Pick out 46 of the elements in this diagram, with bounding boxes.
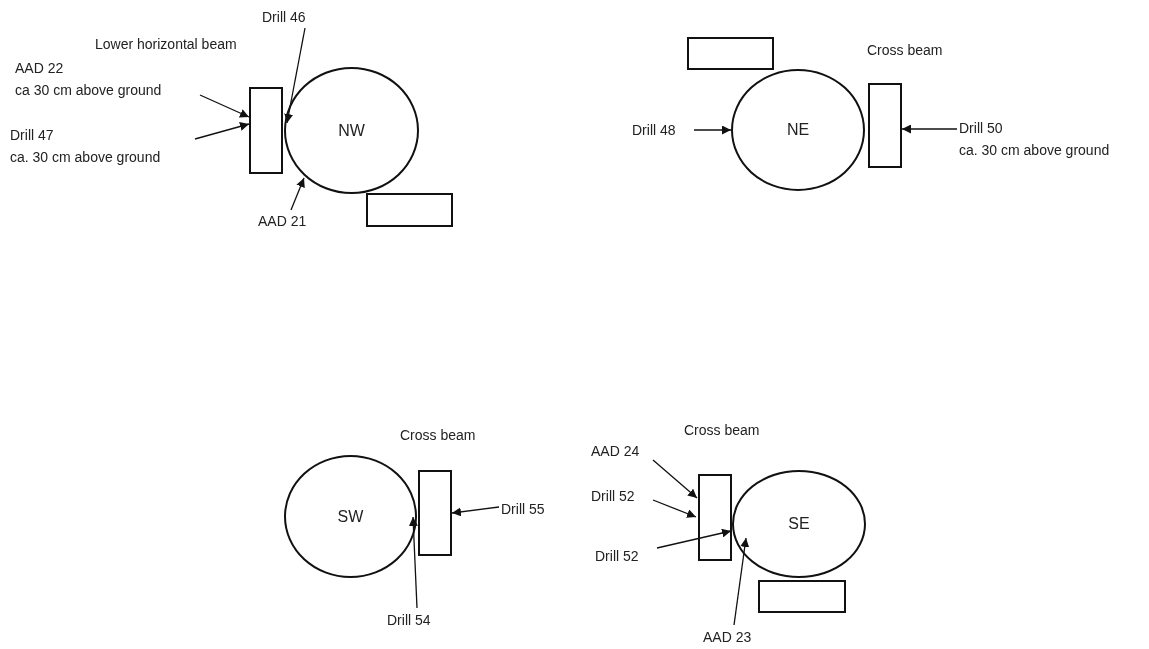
callout-text: Drill 47 <box>10 126 55 145</box>
post-label: SE <box>788 514 810 534</box>
callout-text: Drill 55 <box>501 500 546 519</box>
post-outline <box>732 470 866 578</box>
leader-arrow <box>652 499 697 518</box>
callout-text: Drill 48 <box>632 121 677 140</box>
leader-arrow <box>652 459 698 499</box>
leader-arrow <box>194 122 250 140</box>
leader-arrow <box>451 506 500 517</box>
post-label: NW <box>338 120 365 141</box>
leader-arrow <box>733 537 750 626</box>
beam-rect <box>868 83 902 168</box>
beam-label: Lower horizontal beam <box>95 36 237 52</box>
beam-rect <box>687 37 774 70</box>
callout-text: ca. 30 cm above ground <box>10 148 162 167</box>
beam-rect <box>758 580 846 613</box>
beam-label: Cross beam <box>400 427 476 443</box>
leader-arrow <box>901 124 958 134</box>
beam-rect <box>249 87 283 174</box>
leader-arrow <box>284 27 306 124</box>
beam-label: Cross beam <box>684 422 760 438</box>
callout-text: AAD 23 <box>703 628 753 647</box>
beam-rect <box>698 474 732 561</box>
callout-text: Drill 50 <box>959 119 1004 138</box>
callout-text: AAD 21 <box>258 212 308 231</box>
callout-text: Drill 52 <box>591 487 636 506</box>
callout-text: ca 30 cm above ground <box>15 81 163 100</box>
post-outline <box>731 69 865 191</box>
post-outline <box>284 455 417 578</box>
leader-arrow <box>693 125 732 135</box>
callout-text: Drill 52 <box>595 547 640 566</box>
post-label: NE <box>786 120 810 140</box>
beam-rect <box>366 193 453 227</box>
beam-label: Cross beam <box>867 42 943 58</box>
callout-text: Drill 54 <box>387 611 432 630</box>
leader-arrow <box>656 528 732 549</box>
leader-arrow <box>290 177 305 211</box>
callout-text: Drill 46 <box>262 8 307 27</box>
callout-text: AAD 22 <box>15 59 65 78</box>
callout-text: AAD 24 <box>591 442 641 461</box>
callout-text: ca. 30 cm above ground <box>959 141 1111 160</box>
post-outline <box>284 67 419 194</box>
beam-rect <box>418 470 452 556</box>
leader-arrow <box>408 516 418 609</box>
post-label: SW <box>337 506 364 527</box>
leader-arrow <box>199 94 250 118</box>
